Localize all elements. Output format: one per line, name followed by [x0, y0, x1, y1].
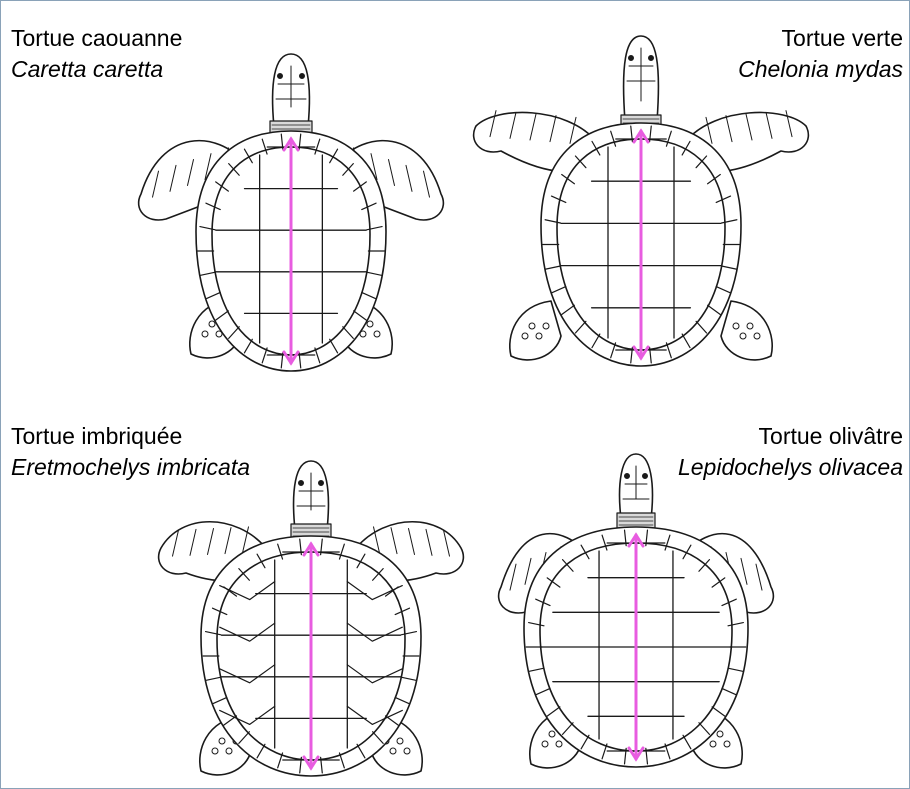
rear-right-flipper — [721, 301, 772, 360]
rear-left-flipper — [510, 301, 561, 360]
right-eye — [319, 481, 323, 485]
right-eye — [649, 56, 653, 60]
left-eye — [299, 481, 303, 485]
loggerhead-turtle-drawing — [141, 49, 461, 384]
hawksbill-turtle-drawing — [161, 456, 461, 786]
left-eye — [629, 56, 633, 60]
olive-ridley-turtle-drawing — [496, 449, 776, 779]
left-eye — [625, 474, 629, 478]
green-turtle-drawing — [471, 31, 821, 393]
common-name: Tortue olivâtre — [678, 421, 903, 452]
left-eye — [278, 74, 282, 78]
right-eye — [300, 74, 304, 78]
right-eye — [643, 474, 647, 478]
common-name: Tortue imbriquée — [11, 421, 250, 452]
